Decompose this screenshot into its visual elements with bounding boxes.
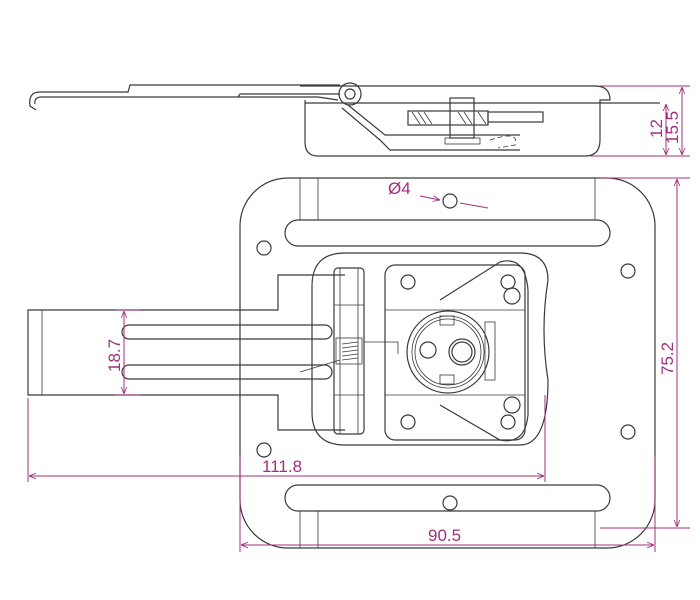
lock-lower-notch bbox=[439, 374, 455, 385]
height-dimension: 75.2 bbox=[600, 177, 690, 529]
lock-cylinder-inner-ring bbox=[414, 318, 482, 386]
lever-side bbox=[29, 84, 340, 111]
flange-outline bbox=[239, 177, 656, 549]
dim-diameter-4: Ø4 bbox=[388, 179, 411, 198]
hinge-pin-core-side bbox=[344, 88, 356, 100]
top-slot bbox=[284, 219, 611, 247]
dim-90-5: 90.5 bbox=[428, 526, 461, 545]
lock-plate-holes bbox=[400, 274, 521, 430]
cam-triangle bbox=[439, 260, 529, 442]
spring-legs bbox=[299, 341, 399, 373]
hinge-barrel bbox=[333, 267, 365, 435]
lever-step-side bbox=[238, 96, 339, 101]
lock-nut-section bbox=[407, 110, 489, 126]
housing-side bbox=[300, 85, 611, 157]
lock-plate bbox=[384, 264, 526, 441]
lock-base-side bbox=[444, 137, 481, 145]
bottom-slot bbox=[284, 484, 611, 512]
dim-111-8: 111.8 bbox=[262, 457, 302, 476]
mounting-holes bbox=[256, 193, 636, 511]
lock-pin-hole bbox=[419, 341, 437, 359]
side-view bbox=[29, 82, 660, 157]
dim-12: 12 bbox=[647, 119, 666, 138]
front-view bbox=[27, 177, 656, 549]
lever-arm-lower-side bbox=[341, 107, 520, 151]
dim-15-5: 15.5 bbox=[663, 111, 682, 144]
lock-cylinder bbox=[406, 310, 490, 394]
hole-dimension: Ø4 bbox=[388, 179, 489, 209]
spring-coil bbox=[341, 341, 359, 361]
handle-width-dimension: 18.7 bbox=[105, 309, 140, 396]
latch-bolt bbox=[484, 321, 496, 381]
lock-upper-notch bbox=[439, 315, 455, 326]
hinge-pin-side bbox=[338, 82, 362, 106]
dim-18-7: 18.7 bbox=[105, 339, 124, 372]
lever-arm-upper-side bbox=[347, 104, 520, 136]
spring-housing bbox=[335, 337, 363, 365]
overall-length-dimension: 111.8 bbox=[27, 395, 546, 482]
lock-cylinder-ring bbox=[411, 315, 485, 389]
flange-width-dimension: 90.5 bbox=[239, 455, 656, 552]
dim-75-2: 75.2 bbox=[658, 342, 677, 375]
handle-upper-slot bbox=[121, 324, 333, 340]
paddle-handle bbox=[27, 274, 345, 431]
flange-rib-lines bbox=[299, 178, 596, 548]
recess-pan bbox=[311, 252, 549, 446]
lock-tab-side bbox=[487, 111, 544, 123]
lock-shaft-core bbox=[451, 341, 473, 363]
hinge-barrel-lines bbox=[334, 268, 364, 434]
depth-dimensions: 12 15.5 bbox=[590, 85, 690, 157]
lock-shaft bbox=[448, 338, 476, 366]
cam-hidden-line bbox=[489, 135, 517, 149]
section-hatching bbox=[411, 111, 487, 125]
